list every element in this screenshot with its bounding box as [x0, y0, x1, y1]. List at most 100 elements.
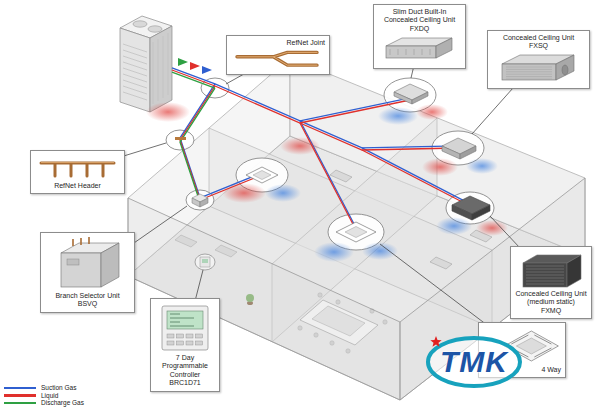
- slim-shape: [422, 49, 423, 55]
- ctrl-shape: [170, 326, 194, 327]
- fxmq-shape: [526, 278, 564, 279]
- flow-flag: [178, 58, 212, 74]
- legend-swatch: [4, 402, 36, 405]
- ctrl-shape: [170, 322, 180, 323]
- duct-shape: [506, 66, 552, 67]
- watermark-logo: TMK: [424, 334, 524, 390]
- legend-row: Liquid: [4, 392, 84, 400]
- ctrl-shape: [177, 334, 184, 338]
- fxmq-shape: [526, 281, 564, 282]
- slim-shape: [436, 38, 452, 58]
- duct-shape: [506, 69, 552, 70]
- ctrl-shape: [177, 341, 184, 345]
- unit-picture: [515, 251, 587, 289]
- liquid-pipe: [300, 123, 458, 150]
- leader-line: [78, 40, 550, 350]
- outdoor-unit: [148, 26, 162, 32]
- refnet-joint-callout: RefNet Joint: [226, 35, 330, 75]
- air-flow: [466, 158, 498, 174]
- zoom-lens: [186, 190, 214, 210]
- flow-flag: [202, 66, 212, 74]
- indoor-unit: [412, 92, 428, 104]
- indoor-unit: [200, 198, 208, 207]
- bsvq-shape: [61, 253, 101, 287]
- indoor-unit: [192, 198, 200, 207]
- outdoor-unit: [150, 26, 172, 112]
- legend-text: Suction Gas: [41, 384, 76, 392]
- fxmq-shape: [526, 284, 564, 285]
- duct-shape: [502, 64, 556, 80]
- unit-picture: [155, 303, 215, 353]
- fxmq-shape: [526, 272, 564, 273]
- fxmq-shape: [526, 275, 564, 276]
- liquid-pipe: [362, 150, 470, 206]
- air-flow: [436, 217, 472, 235]
- header-picture: [41, 163, 114, 177]
- slim-shape: [406, 49, 407, 55]
- model-code: BSVQ: [45, 300, 130, 308]
- ctrl-shape: [170, 318, 194, 319]
- discharge-gas-pipe: [180, 88, 215, 202]
- legend-swatch: [4, 394, 36, 397]
- indoor-unit: [175, 84, 490, 267]
- model-code: FXMQ: [515, 307, 587, 315]
- indoor-unit: [253, 171, 271, 180]
- slim-shape: [398, 49, 399, 55]
- model-code: BRC1D71: [155, 379, 215, 387]
- ctrl-shape: [186, 341, 193, 345]
- air-flow: [416, 104, 448, 120]
- air-flow: [362, 242, 398, 260]
- unit-name: Concealed Ceiling Unit: [492, 34, 585, 42]
- legend-text: Discharge Gas: [41, 399, 84, 407]
- model-code: FXSQ: [492, 42, 585, 50]
- slim-shape: [390, 49, 391, 55]
- indoor-unit: [394, 92, 412, 104]
- duct-picture: [502, 55, 574, 80]
- indoor-unit: [442, 146, 460, 159]
- air-flow: [476, 220, 508, 236]
- bsvq-picture: [61, 237, 119, 287]
- duct-shape: [556, 55, 574, 80]
- indoor-unit: [472, 205, 490, 220]
- liquid-pipe: [180, 86, 262, 200]
- zoom-lens: [166, 130, 194, 150]
- ctrl-shape: [170, 314, 180, 315]
- legend-row: Discharge Gas: [4, 399, 84, 407]
- duct-shape: [506, 78, 552, 79]
- air-flow: [422, 158, 458, 176]
- front-wall: [128, 198, 400, 400]
- joint-picture: [237, 53, 317, 66]
- concealed-unit-callout: Concealed Ceiling UnitFXSQ: [487, 30, 590, 89]
- unit-picture: [492, 52, 585, 84]
- fxmq-picture: [523, 255, 581, 287]
- logo-star: [430, 336, 441, 347]
- suction-gas-pipe: [300, 121, 356, 228]
- joint-shape: [237, 53, 317, 66]
- ctrl-shape: [196, 341, 203, 345]
- outdoor-unit: [153, 33, 168, 104]
- header-shape: [41, 163, 114, 176]
- flow-flag: [190, 62, 200, 70]
- air-flow: [265, 184, 301, 202]
- outdoor-unit: [133, 21, 147, 27]
- unit-name: Branch Selector Unit: [45, 292, 130, 300]
- unit-name: Slim Duct Built-In Concealed Ceiling Uni…: [378, 8, 461, 25]
- fxmq-shape: [567, 255, 581, 287]
- ctrl-shape: [167, 311, 203, 329]
- discharge-gas-pipe: [172, 72, 215, 88]
- slim-shape: [414, 49, 415, 55]
- air-flow: [280, 137, 320, 155]
- unit-name: RefNet Joint: [231, 39, 325, 47]
- outdoor-unit: [123, 44, 147, 100]
- duct-shape: [506, 76, 552, 77]
- unit-name: RefNet Header: [35, 182, 120, 190]
- fxmq-shape: [526, 266, 564, 267]
- indoor-unit: [175, 137, 186, 140]
- unit-picture: [378, 34, 461, 64]
- air-flow: [222, 183, 266, 203]
- legend-swatch: [4, 387, 36, 390]
- unit-name: 7 Day Programmable Controller: [155, 354, 215, 379]
- cassette-shape: [516, 338, 546, 354]
- ctrl-shape: [167, 334, 174, 338]
